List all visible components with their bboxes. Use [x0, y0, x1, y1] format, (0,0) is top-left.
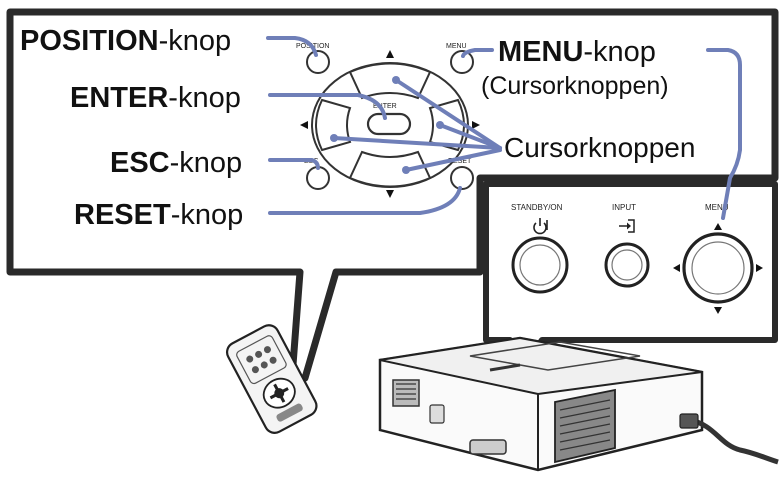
leader-menu-panel — [706, 48, 742, 220]
standby-button[interactable] — [511, 236, 569, 294]
panel-label-standby: STANDBY/ON — [511, 203, 563, 212]
callout-position: POSITION-knop — [20, 25, 231, 57]
leader-cursor-left — [332, 136, 502, 150]
callout-menu: MENU-knop — [498, 36, 656, 68]
panel-menu-button[interactable] — [682, 232, 754, 304]
leader-position — [266, 36, 318, 57]
panel-label-input: INPUT — [612, 203, 636, 212]
callout-menu-sub: (Cursorknoppen) — [481, 72, 669, 100]
esc-button[interactable] — [306, 166, 330, 190]
callout-esc: ESC-knop — [110, 147, 242, 179]
projector-illustration — [378, 336, 779, 472]
arrow-down-icon — [714, 307, 722, 314]
leader-cursor-down — [404, 148, 502, 172]
leader-menu-remote — [461, 48, 494, 58]
remote-control-illustration — [225, 324, 318, 434]
cursor-down-pad[interactable] — [348, 150, 432, 188]
leader-reset — [268, 186, 462, 215]
menu-button[interactable] — [450, 50, 474, 74]
callout-reset: RESET-knop — [74, 199, 243, 231]
leader-lines — [266, 36, 742, 220]
callout-cursor: Cursorknoppen — [504, 132, 695, 163]
reset-button[interactable] — [450, 166, 474, 190]
callout-enter: ENTER-knop — [70, 82, 241, 114]
remote-keypad-zoom: POSITION MENU ENTER ESC RESET — [296, 43, 480, 198]
remote-zoom-callout — [6, 8, 779, 382]
arrow-up-icon — [386, 50, 394, 58]
enter-button[interactable] — [366, 112, 412, 136]
position-button[interactable] — [306, 50, 330, 74]
remote-label-enter: ENTER — [373, 103, 397, 110]
power-icon — [533, 218, 548, 235]
cursor-left-pad[interactable] — [315, 98, 352, 152]
input-icon — [619, 219, 635, 233]
remote-label-reset: RESET — [448, 158, 472, 165]
arrow-left-icon — [673, 264, 680, 272]
leader-enter — [268, 93, 387, 120]
arrow-down-icon — [386, 190, 394, 198]
leader-endpoints — [330, 76, 444, 174]
arrow-right-icon — [756, 264, 763, 272]
panel-label-menu: MENU — [705, 203, 729, 212]
arrow-right-icon — [472, 121, 480, 129]
leader-esc — [268, 158, 320, 170]
arrow-left-icon — [300, 121, 308, 129]
arrow-up-icon — [714, 223, 722, 230]
leader-cursor-right — [438, 123, 502, 150]
remote-label-menu: MENU — [446, 43, 467, 50]
leader-cursor-up — [394, 78, 502, 150]
